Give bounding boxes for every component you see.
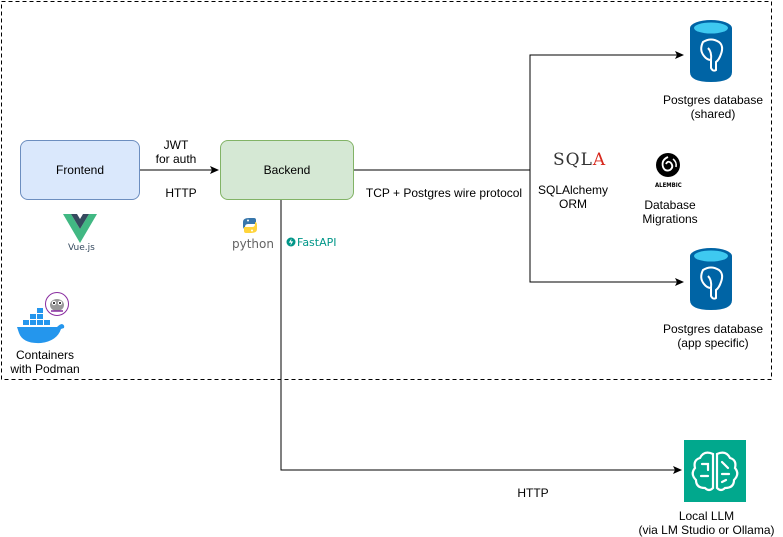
containers-label-line1: Containers <box>15 348 75 362</box>
migrations-label: Database Migrations <box>630 198 710 226</box>
db-app-label: Postgres database (app specific) <box>654 322 772 350</box>
llm-brain-icon <box>684 440 746 502</box>
db-shared-label: Postgres database (shared) <box>654 93 772 121</box>
orm-label-line2: ORM <box>559 197 587 211</box>
edge-backend-llm <box>280 200 682 474</box>
orm-label: SQLAlchemy ORM <box>533 183 613 211</box>
edge-backend-db-shared <box>529 51 684 170</box>
llm-label: Local LLM (via LM Studio or Ollama) <box>630 509 783 537</box>
postgres-app-icon <box>690 248 732 310</box>
edge-label-jwt-line1: JWT <box>163 138 189 152</box>
orm-label-line1: SQLAlchemy <box>537 183 609 197</box>
migrations-label-line1: Database <box>644 198 696 212</box>
containers-label-line2: with Podman <box>10 362 80 376</box>
containers-label: Containers with Podman <box>2 348 88 376</box>
docker-whale-icon <box>17 308 65 344</box>
vue-logo-icon <box>63 214 97 243</box>
container-boundary <box>1 1 772 380</box>
backend-node[interactable]: Backend <box>220 140 354 200</box>
postgres-shared-icon <box>690 20 732 82</box>
migrations-label-line2: Migrations <box>642 212 698 226</box>
edge-label-http-frontend: HTTP <box>165 186 197 200</box>
db-shared-label-line2: (shared) <box>690 107 736 121</box>
edge-label-jwt-line2: for auth <box>155 152 197 166</box>
edge-label-tcp: TCP + Postgres wire protocol <box>365 186 523 200</box>
db-shared-label-line1: Postgres database <box>662 93 764 107</box>
sqlalchemy-logo-prefix: SQL <box>553 150 593 170</box>
fastapi-logo-icon <box>286 237 296 247</box>
alembic-logo-text: ALEMBIC <box>655 182 682 189</box>
python-logo-text: python <box>232 237 274 251</box>
sqlalchemy-logo: SQLA <box>553 150 606 170</box>
edge-label-http-llm: HTTP <box>517 486 549 500</box>
frontend-node[interactable]: Frontend <box>20 140 140 200</box>
edge-label-jwt: JWT for auth <box>150 138 202 166</box>
llm-label-line2: (via LM Studio or Ollama) <box>638 523 775 537</box>
podman-logo-icon <box>45 292 69 316</box>
vue-logo-text: Vue.js <box>68 243 95 253</box>
llm-label-line1: Local LLM <box>678 509 735 523</box>
frontend-label: Frontend <box>55 163 105 177</box>
backend-label: Backend <box>263 163 311 177</box>
fastapi-logo-text: FastAPI <box>297 236 337 249</box>
alembic-logo-icon <box>656 153 680 177</box>
sqlalchemy-logo-suffix: A <box>592 150 607 170</box>
edge-backend-db-app <box>529 170 684 286</box>
db-app-label-line2: (app specific) <box>677 336 749 350</box>
db-app-label-line1: Postgres database <box>662 322 764 336</box>
python-logo-icon <box>243 218 257 233</box>
